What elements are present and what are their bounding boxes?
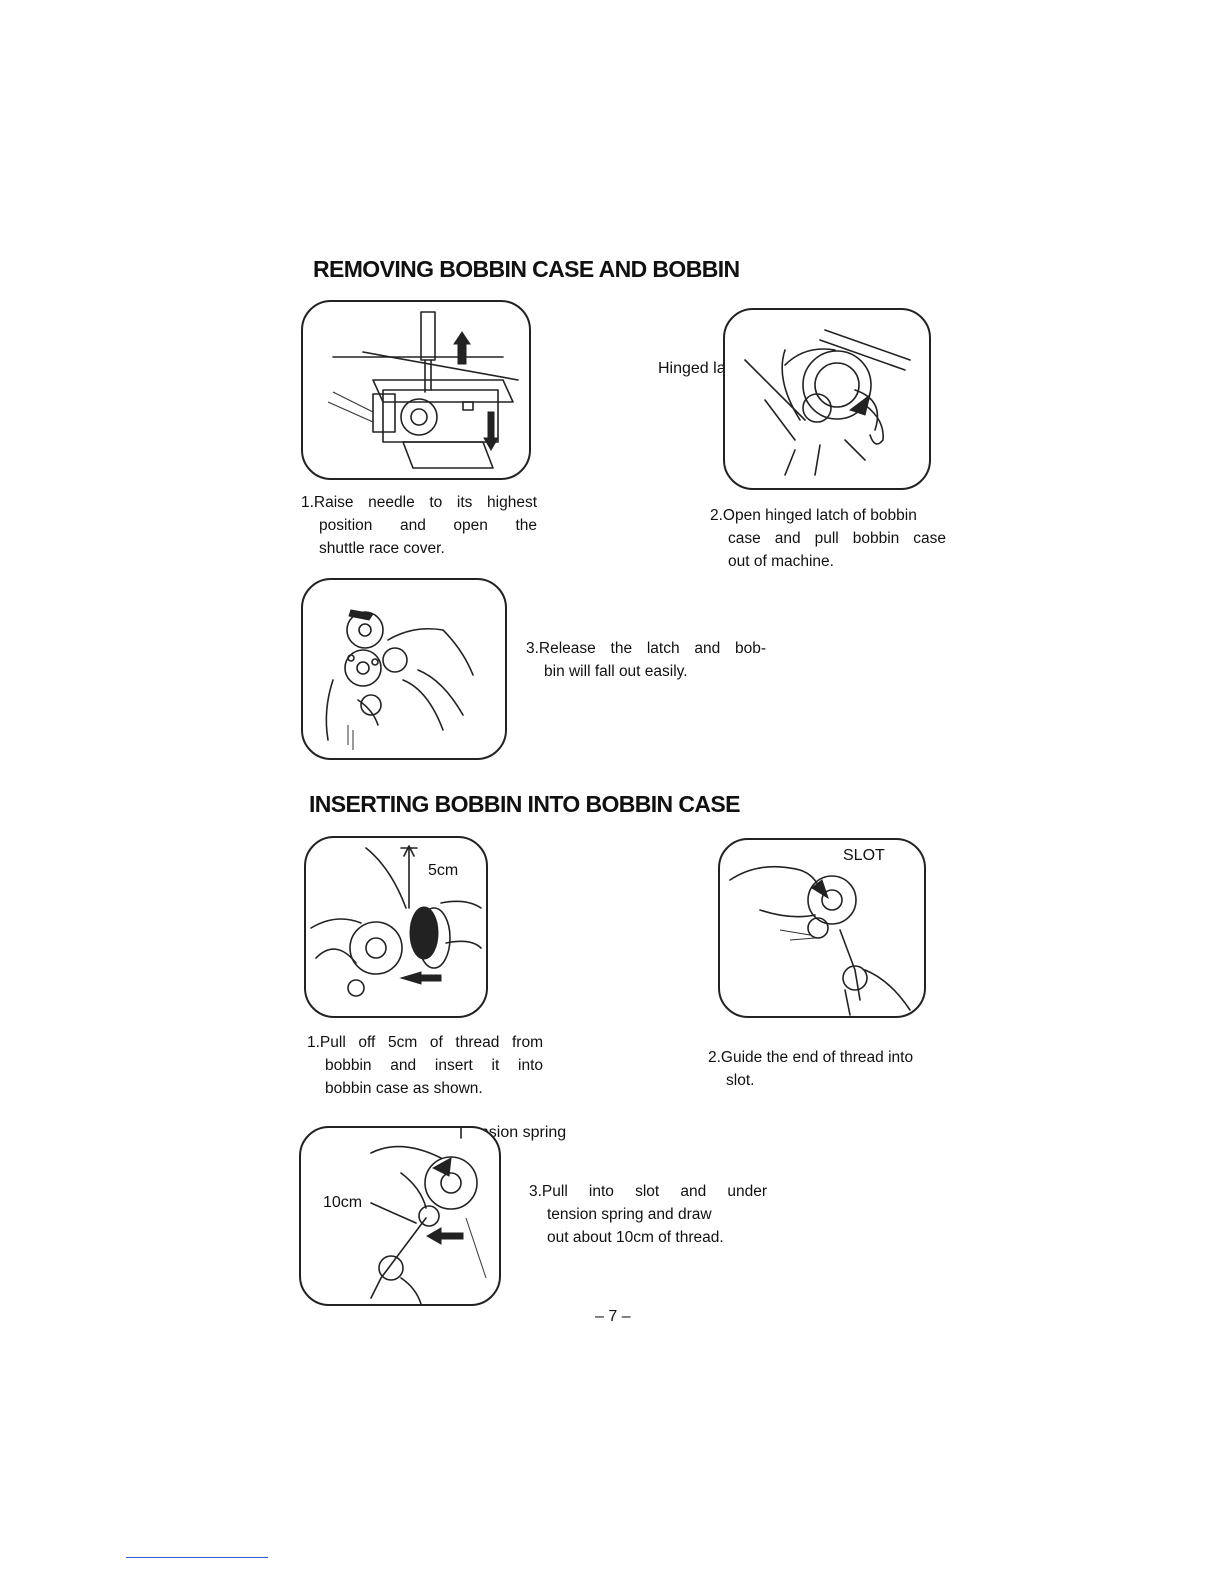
bobbin-insert-drawing [306,838,486,1016]
illustration-hinged-latch [723,308,931,490]
illustration-guide-slot: SLOT [718,838,926,1018]
step-line: 1.Pull off 5cm of thread from [307,1031,543,1054]
tension-spring-drawing [301,1128,499,1304]
bobbin-case-hand-drawing [725,310,929,488]
step-removing-2: 2.Open hinged latch of bobbin case and p… [710,504,946,573]
step-line: 2.Open hinged latch of bobbin [710,504,946,527]
footer-rule [126,1557,268,1558]
step-removing-3: 3.Release the latch and bob- bin will fa… [526,637,766,683]
step-line: bin will fall out easily. [526,660,766,683]
step-line: 3.Pull into slot and under [529,1180,767,1203]
step-inserting-1: 1.Pull off 5cm of thread from bobbin and… [307,1031,543,1100]
step-inserting-3: 3.Pull into slot and under tension sprin… [529,1180,767,1249]
step-line: 2.Guide the end of thread into [708,1046,948,1069]
illustration-raise-needle [301,300,531,480]
step-line: 3.Release the latch and bob- [526,637,766,660]
step-line: out about 10cm of thread. [529,1226,767,1249]
page-number: – 7 – [595,1308,631,1326]
callout-slot: SLOT [843,847,885,865]
step-line: bobbin and insert it into [307,1054,543,1077]
step-line: 1.Raise needle to its highest [301,491,537,514]
callout-10cm: 10cm [323,1194,362,1212]
thread-slot-drawing [720,840,924,1016]
section-heading-inserting: INSERTING BOBBIN INTO BOBBIN CASE [309,791,740,818]
step-line: slot. [708,1069,948,1092]
step-line: position and open the [301,514,537,537]
step-inserting-2: 2.Guide the end of thread into slot. [708,1046,948,1092]
step-line: tension spring and draw [529,1203,767,1226]
illustration-release-latch [301,578,507,760]
step-line: bobbin case as shown. [307,1077,543,1100]
step-line: case and pull bobbin case [710,527,946,550]
bobbin-falling-drawing [303,580,505,758]
illustration-pull-thread: 5cm [304,836,488,1018]
step-line: shuttle race cover. [301,537,537,560]
illustration-tension-spring: 10cm [299,1126,501,1306]
callout-5cm: 5cm [428,862,458,880]
sewing-machine-drawing [303,302,529,478]
section-heading-removing: REMOVING BOBBIN CASE AND BOBBIN [313,256,740,283]
step-line: out of machine. [710,550,946,573]
step-removing-1: 1.Raise needle to its highest position a… [301,491,537,560]
